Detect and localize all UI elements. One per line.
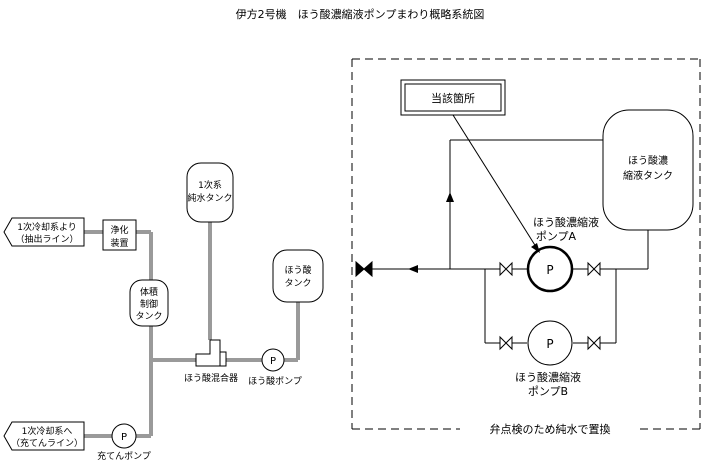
pump-b-label-line2: ポンプB bbox=[528, 385, 568, 398]
mixer-label: ほう酸混合器 bbox=[184, 372, 238, 384]
flow-arrow-up bbox=[446, 192, 454, 202]
svg-text:P: P bbox=[270, 356, 276, 367]
pump-valves bbox=[499, 261, 601, 351]
svg-text:（充てんライン）: （充てんライン） bbox=[11, 437, 83, 449]
primary-coolant-from-box: 1次冷却系より （抽出ライン） bbox=[3, 217, 85, 247]
replacement-boundary bbox=[351, 58, 701, 430]
callout-pointer-head bbox=[531, 243, 540, 253]
svg-text:1次系: 1次系 bbox=[198, 179, 222, 191]
svg-text:縮液タンク: 縮液タンク bbox=[623, 169, 673, 182]
flow-arrow-left bbox=[408, 265, 418, 273]
primary-coolant-to-box: 1次冷却系へ （充てんライン） bbox=[3, 421, 85, 451]
boric-acid-pump: P bbox=[261, 348, 285, 372]
volume-control-tank: 体積 制御 タンク bbox=[129, 279, 169, 327]
svg-text:浄化: 浄化 bbox=[110, 224, 128, 236]
svg-text:P: P bbox=[546, 337, 553, 351]
boundary-note: 弁点検のため純水で置換 bbox=[490, 422, 611, 436]
callout-pointer bbox=[452, 114, 539, 251]
concentrate-pump-a: P bbox=[526, 245, 574, 293]
svg-text:1次冷却系へ: 1次冷却系へ bbox=[22, 425, 73, 437]
concentrate-pump-b: P bbox=[527, 320, 573, 366]
svg-text:タンク: タンク bbox=[135, 311, 162, 322]
concentrate-tank: ほう酸濃 縮液タンク bbox=[602, 109, 694, 231]
callout-box: 当該箇所 bbox=[400, 79, 506, 116]
boric-pump-label: ほう酸ポンプ bbox=[248, 376, 302, 387]
svg-text:装置: 装置 bbox=[110, 237, 128, 249]
charging-pump: P bbox=[111, 423, 137, 449]
isolation-valve bbox=[355, 260, 373, 278]
charging-pump-label: 充てんポンプ bbox=[97, 450, 151, 462]
pump-b-label-line1: ほう酸濃縮液 bbox=[515, 370, 581, 384]
boric-acid-tank: ほう酸 タンク bbox=[272, 249, 324, 303]
pure-water-tank: 1次系 純水タンク bbox=[186, 162, 234, 223]
svg-text:純水タンク: 純水タンク bbox=[187, 192, 232, 204]
boric-acid-mixer bbox=[195, 339, 227, 367]
svg-text:P: P bbox=[121, 432, 127, 443]
svg-text:当該箇所: 当該箇所 bbox=[431, 91, 475, 105]
svg-text:ほう酸濃: ほう酸濃 bbox=[628, 154, 668, 167]
svg-text:（抽出ライン）: （抽出ライン） bbox=[15, 233, 78, 245]
svg-text:体積: 体積 bbox=[140, 286, 158, 298]
svg-text:1次冷却系より: 1次冷却系より bbox=[17, 221, 77, 233]
pump-a-label-line2: ポンプA bbox=[536, 230, 577, 243]
svg-text:ほう酸: ほう酸 bbox=[284, 265, 311, 276]
diagram-title: 伊方2号機 ほう酸濃縮液ポンプまわり概略系統図 bbox=[236, 7, 485, 21]
thin-piping bbox=[372, 139, 649, 344]
pump-a-label-line1: ほう酸濃縮液 bbox=[533, 215, 599, 229]
svg-text:制御: 制御 bbox=[140, 298, 158, 310]
svg-text:タンク: タンク bbox=[284, 278, 311, 289]
purifier-box: 浄化 装置 bbox=[102, 219, 137, 251]
thick-piping bbox=[84, 222, 300, 438]
svg-text:P: P bbox=[546, 263, 553, 277]
